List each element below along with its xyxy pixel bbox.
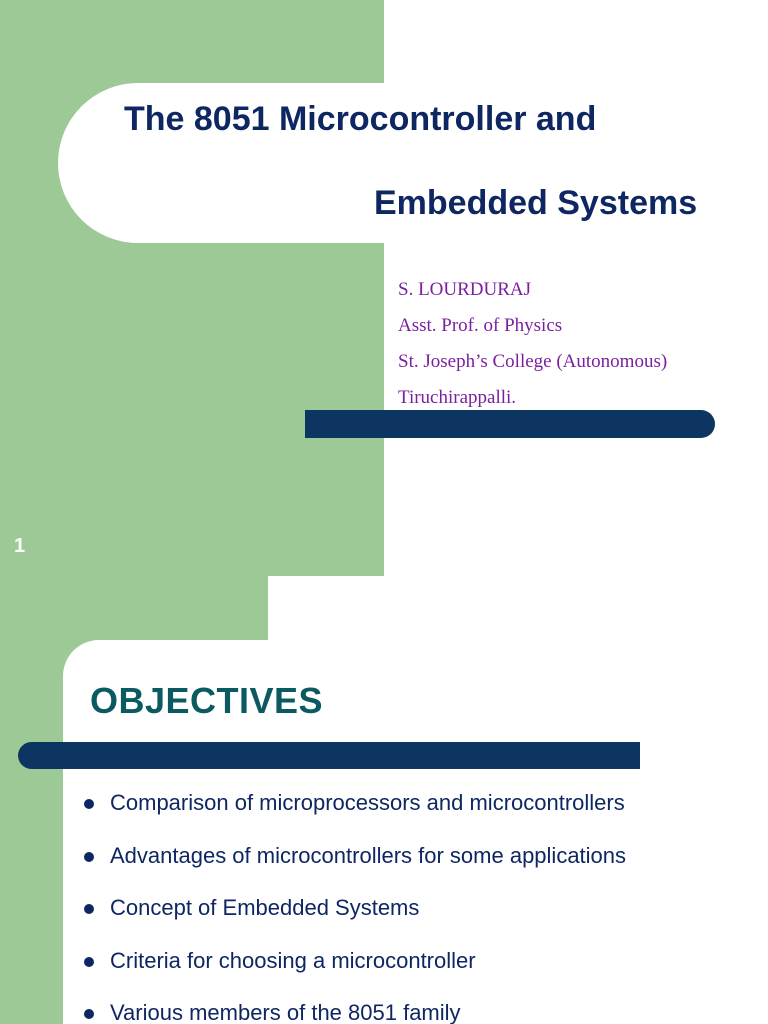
slide-number: 1 bbox=[14, 535, 26, 557]
title-line-1: The 8051 Microcontroller and bbox=[124, 100, 597, 138]
decorative-navy-bar bbox=[18, 742, 640, 769]
author-city: Tiruchirappalli. bbox=[398, 387, 517, 408]
bullet-dot-icon bbox=[84, 1009, 94, 1019]
list-item: Comparison of microprocessors and microc… bbox=[84, 788, 626, 841]
bullet-dot-icon bbox=[84, 799, 94, 809]
bullet-text: Advantages of microcontrollers for some … bbox=[110, 842, 627, 868]
bullet-dot-icon bbox=[84, 904, 94, 914]
objectives-list: Comparison of microprocessors and microc… bbox=[84, 788, 626, 1024]
title-slide: The 8051 Microcontroller and Embedded Sy… bbox=[0, 0, 768, 576]
bullet-dot-icon bbox=[84, 851, 94, 862]
objectives-slide: OBJECTIVES Comparison of microprocessors… bbox=[0, 576, 768, 1024]
bullet-text: Various members of the 8051 family bbox=[110, 1000, 461, 1024]
list-item: Advantages of microcontrollers for some … bbox=[84, 841, 626, 894]
bullet-text: Criteria for choosing a microcontroller bbox=[110, 947, 476, 973]
bullet-dot-icon bbox=[84, 956, 94, 967]
author-block: S. LOURDURAJ Asst. Prof. of Physics St. … bbox=[398, 272, 667, 416]
list-item: Criteria for choosing a microcontroller bbox=[84, 946, 626, 999]
title-banner bbox=[58, 83, 768, 243]
bullet-text: Concept of Embedded Systems bbox=[110, 895, 420, 920]
bullet-text: Comparison of microprocessors and microc… bbox=[110, 790, 625, 815]
author-position: Asst. Prof. of Physics bbox=[398, 315, 563, 336]
list-item: Concept of Embedded Systems bbox=[84, 893, 626, 946]
list-item: Various members of the 8051 family bbox=[84, 998, 626, 1024]
content-panel bbox=[63, 640, 768, 1024]
author-college: St. Joseph’s College (Autonomous) bbox=[398, 351, 668, 372]
decorative-navy-bar bbox=[305, 410, 715, 438]
title-line-2: Embedded Systems bbox=[374, 184, 698, 222]
objectives-heading: OBJECTIVES bbox=[90, 680, 324, 721]
author-name: S. LOURDURAJ bbox=[398, 279, 532, 300]
